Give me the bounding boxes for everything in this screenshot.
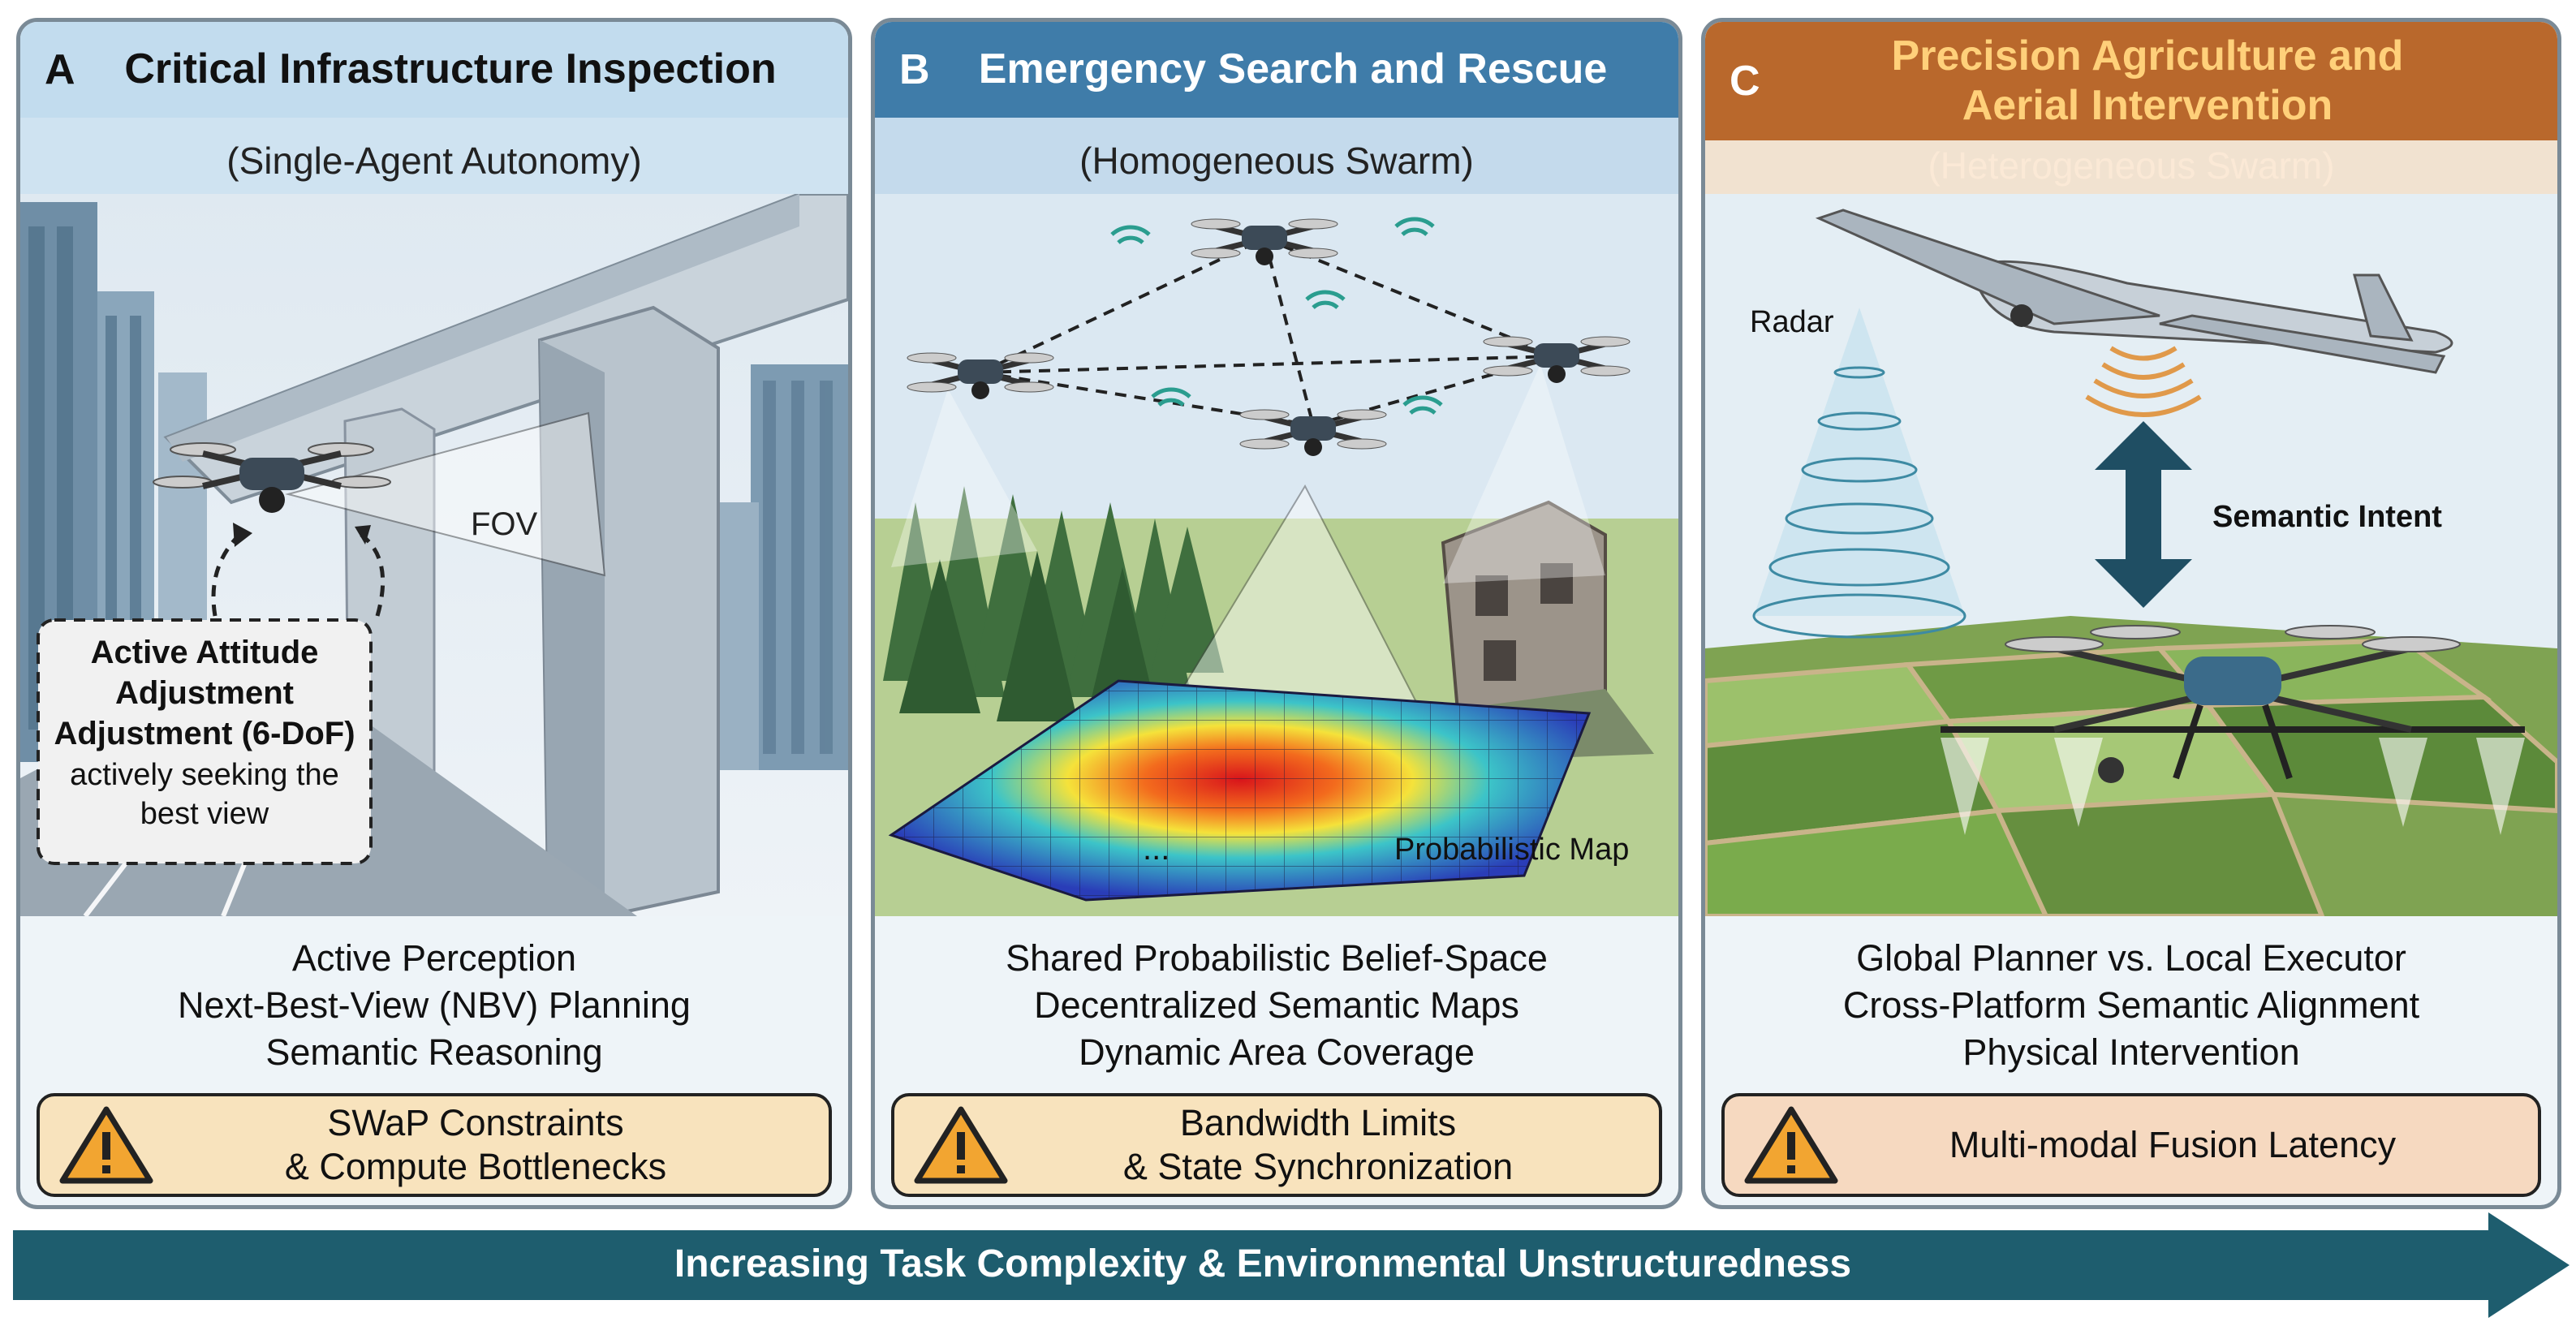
callout-line-4: actively seeking the (70, 758, 339, 792)
challenge-line: Bandwidth Limits (1179, 1102, 1457, 1143)
crop-fields (1705, 616, 2557, 916)
fixed-wing-uav (1815, 209, 2453, 374)
panel-b-features: Shared Probabilistic Belief-Space Decent… (875, 935, 1678, 1076)
spraying-drone (1941, 625, 2525, 835)
feature-item: Physical Intervention (1962, 1031, 2300, 1073)
swarm-drone (1239, 409, 1387, 456)
panel-c-letter: C (1730, 58, 1760, 105)
feature-item: Decentralized Semantic Maps (1034, 984, 1519, 1026)
challenge-line: & Compute Bottlenecks (284, 1146, 667, 1187)
panel-a-header: A Critical Infrastructure Inspection (Si… (20, 22, 848, 194)
fov-label: FOV (471, 506, 538, 542)
inspection-drone (153, 442, 391, 513)
panel-b-title-bar: B Emergency Search and Rescue (875, 22, 1678, 118)
panel-a-subtitle: (Single-Agent Autonomy) (226, 140, 642, 182)
panel-c-header: C Precision Agriculture and Aerial Inter… (1705, 22, 2557, 194)
warning-icon (1744, 1106, 1838, 1184)
feature-item: Active Perception (291, 937, 577, 979)
complexity-arrow (13, 1212, 2570, 1318)
callout-line-3: Adjustment (6-DoF) (54, 716, 355, 751)
swarm-drone (907, 352, 1054, 399)
callout-line-5: best view (140, 797, 269, 831)
panel-search-and-rescue: B Emergency Search and Rescue (Homogeneo… (871, 18, 1682, 1209)
warning-icon (914, 1106, 1008, 1184)
swarm-illustration: Probabilistic Map ... (875, 194, 1678, 916)
swarm-drone (1191, 218, 1338, 265)
complexity-arrow-label: Increasing Task Complexity & Environment… (674, 1242, 1852, 1285)
map-ellipsis: ... (1143, 831, 1170, 867)
panel-b-letter: B (899, 46, 930, 93)
panel-a-features: Active Perception Next-Best-View (NBV) P… (20, 935, 848, 1076)
panel-c-challenge: Multi-modal Fusion Latency (1721, 1093, 2541, 1197)
callout-line-2: Adjustment (115, 675, 294, 711)
feature-item: Cross-Platform Semantic Alignment (1842, 984, 2420, 1026)
panel-precision-agriculture: C Precision Agriculture and Aerial Inter… (1701, 18, 2561, 1209)
bridge-city-illustration: FOV Active Attitude Adjustment (20, 194, 848, 916)
panel-b-subtitle: (Homogeneous Swarm) (1079, 140, 1474, 182)
panel-b-header: B Emergency Search and Rescue (Homogeneo… (875, 22, 1678, 194)
semantic-intent-arrow (2095, 421, 2192, 608)
title-line: Aerial Intervention (1962, 82, 2333, 129)
wireless-signal-icons (1110, 217, 1443, 415)
warning-icon (59, 1106, 153, 1184)
title-line: Precision Agriculture and (1891, 32, 2404, 80)
panel-a-title: Critical Infrastructure Inspection (124, 45, 777, 93)
feature-item: Semantic Reasoning (265, 1031, 603, 1073)
panel-infrastructure-inspection: A Critical Infrastructure Inspection (Si… (16, 18, 852, 1209)
challenge-line: & State Synchronization (1122, 1146, 1514, 1187)
panel-a-title-bar: A Critical Infrastructure Inspection (20, 22, 848, 118)
challenge-line: SWaP Constraints (327, 1102, 624, 1143)
panel-c-subtitle: (Heterogeneous Swarm) (1928, 144, 2335, 187)
feature-item: Next-Best-View (NBV) Planning (178, 984, 691, 1026)
semantic-intent-label: Semantic Intent (2212, 500, 2442, 534)
callout-line-1: Active Attitude (91, 635, 319, 670)
panel-a-scene: FOV Active Attitude Adjustment (20, 194, 848, 916)
feature-item: Global Planner vs. Local Executor (1856, 937, 2406, 979)
challenge-text: Bandwidth Limits & State Synchronization (1010, 1101, 1659, 1189)
challenge-text: SWaP Constraints & Compute Bottlenecks (155, 1101, 829, 1189)
panel-c-features: Global Planner vs. Local Executor Cross-… (1705, 935, 2557, 1076)
probabilistic-map-label: Probabilistic Map (1394, 833, 1629, 867)
feature-item: Shared Probabilistic Belief-Space (1006, 937, 1548, 979)
panel-b-title: Emergency Search and Rescue (978, 45, 1608, 93)
panel-c-title: Precision Agriculture and Aerial Interve… (1859, 32, 2404, 131)
signal-emission-icon (2085, 346, 2202, 417)
panel-b-challenge: Bandwidth Limits & State Synchronization (891, 1093, 1662, 1197)
swarm-drone (1483, 336, 1630, 383)
probabilistic-heatmap (888, 679, 1592, 902)
challenge-text: Multi-modal Fusion Latency (1840, 1123, 2538, 1167)
challenge-line: Multi-modal Fusion Latency (1949, 1124, 2397, 1165)
feature-item: Dynamic Area Coverage (1079, 1031, 1475, 1073)
panel-b-scene: Probabilistic Map ... (875, 194, 1678, 916)
radar-label: Radar (1750, 305, 1834, 339)
fov-cone (285, 411, 606, 577)
panel-c-scene: Radar Semantic Intent (1705, 194, 2557, 916)
panel-a-challenge: SWaP Constraints & Compute Bottlenecks (37, 1093, 832, 1197)
attitude-adjustment-callout: Active Attitude Adjustment Adjustment (6… (37, 618, 373, 865)
radar-cone (1752, 308, 1966, 639)
heterogeneous-swarm-illustration: Radar Semantic Intent (1705, 194, 2557, 916)
panel-c-title-bar: C Precision Agriculture and Aerial Inter… (1705, 22, 2557, 140)
panel-a-letter: A (45, 46, 75, 93)
